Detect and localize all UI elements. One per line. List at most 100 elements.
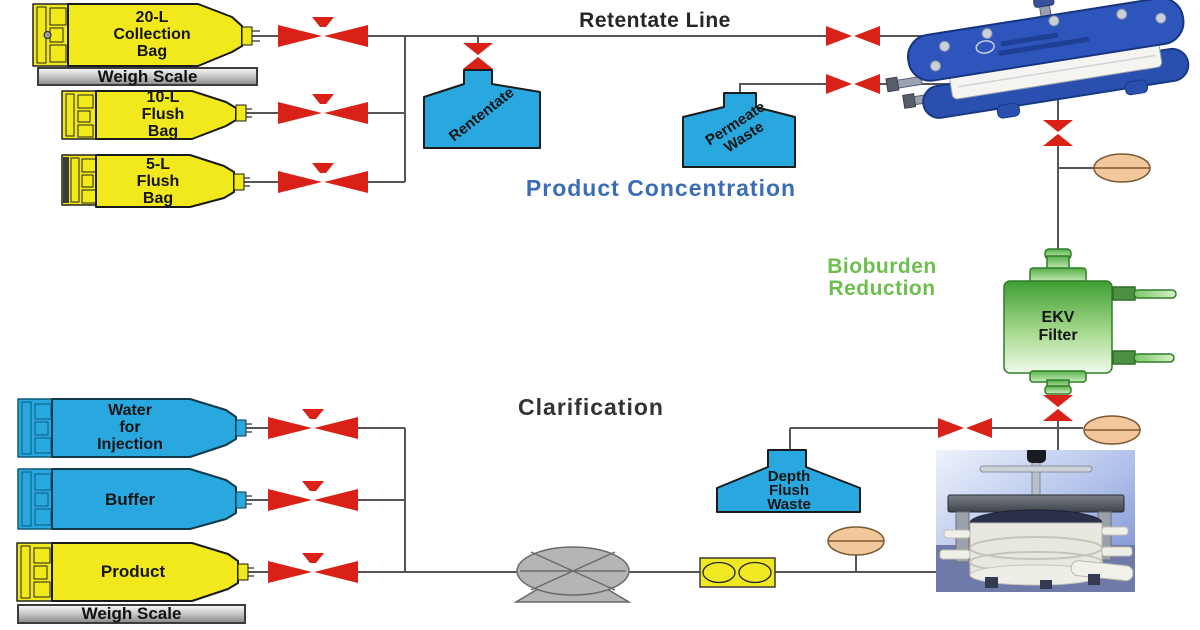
flow-sensor (699, 557, 776, 588)
ekv-vent-cap-upper (1112, 286, 1136, 301)
bag-tray-cell (77, 110, 91, 123)
bag-tray-cell (81, 174, 94, 188)
collection-bag-20l (32, 3, 260, 67)
pressure-sensor-feed-line (827, 526, 885, 556)
bag-tray-cell (34, 492, 49, 507)
valve-rententate-tank (463, 43, 493, 69)
bag-port-barbs (246, 108, 252, 118)
bioburden-reduction-label: Bioburden Reduction (827, 256, 937, 300)
rententate-tank (423, 69, 541, 149)
bag-tray-bar (20, 545, 31, 599)
valve-permeate-line (826, 74, 880, 94)
flow-sensor-circle-right (738, 561, 772, 584)
tff-bolt-hole (1155, 12, 1167, 24)
label-line: Collection (113, 26, 191, 43)
bag-tray-cell (77, 94, 94, 109)
tff-bolt-cap (885, 76, 900, 93)
bag-tray-cell (33, 581, 51, 598)
ekv-filter-label: EKV Filter (1038, 309, 1077, 345)
bag-body (95, 154, 235, 208)
tff-label-line (1000, 32, 1059, 47)
bag-tray-cell (77, 124, 94, 138)
bag-port (237, 563, 249, 581)
disc-tab (1101, 546, 1133, 557)
label-line: Bag (142, 190, 174, 207)
stack-foot (1040, 580, 1052, 589)
pressure-sensor-depth-filter (1083, 415, 1141, 445)
ekv-vent-tube-lower (1133, 353, 1175, 363)
bag-label-5l: 5-L Flush Bag (137, 156, 180, 207)
tff-bolt-cap (902, 93, 917, 109)
bag-tray-knob (43, 31, 52, 39)
bag-port (233, 173, 245, 191)
tff-bolt-hole (1048, 15, 1060, 27)
tff-foot (996, 102, 1021, 119)
press-beam (947, 494, 1125, 513)
label-line: 5-L (145, 156, 170, 173)
product-concentration-label: Product Concentration (525, 175, 797, 201)
bag-label-product: Product (100, 562, 166, 581)
disc-tab (943, 529, 971, 539)
tff-foot (1124, 79, 1148, 96)
disc-tab (939, 549, 971, 560)
depth-flush-waste-tank (716, 449, 861, 513)
bag-label-buffer: Buffer (104, 490, 156, 509)
label-line: Flush (141, 106, 185, 123)
depth-filter-housing (936, 450, 1135, 592)
label-line: Flush (136, 173, 180, 190)
stack-foot (985, 577, 998, 588)
bag-tray-bar (70, 157, 80, 203)
label-line: Bag (147, 123, 179, 140)
label-line: Bioburden (827, 255, 937, 278)
ekv-bottom-cap (1044, 385, 1072, 395)
valve-collection-bag-20l (278, 17, 368, 47)
bag-port (235, 491, 247, 509)
bag-port (235, 419, 247, 437)
bag-tray-cell (34, 437, 52, 454)
flush-bag-5l (61, 154, 250, 208)
pump-spokes (520, 551, 626, 591)
valve-flush-bag-10l (278, 94, 368, 124)
product-bag (16, 542, 254, 602)
bag-port (241, 26, 253, 46)
valve-water-for-injection (268, 409, 358, 439)
buffer-bag (17, 468, 252, 530)
valve-depth-flush-branch (938, 418, 992, 438)
outlet-pipe (1070, 560, 1134, 582)
bag-label-20l: 20-L Collection Bag (113, 9, 190, 60)
bag-tray-cell (49, 44, 67, 63)
bag-port-barbs (248, 567, 254, 577)
press-handle-bar (979, 465, 1093, 473)
bag-body (67, 3, 243, 67)
flow-sensor-circle-left (702, 561, 736, 584)
valve-ekv-outlet (1043, 395, 1073, 421)
tff-logo (975, 40, 995, 54)
bag-port-barbs (246, 495, 252, 505)
label-line: Water (108, 402, 152, 419)
bag-tray-bar (65, 93, 75, 137)
tff-bolt-hole (930, 60, 942, 72)
weigh-scale-top: Weigh Scale (37, 67, 258, 86)
bag-port-barbs (246, 423, 252, 433)
clarification-label: Clarification (518, 394, 664, 420)
water-for-injection-bag (17, 398, 252, 458)
bag-tray-cell (33, 547, 51, 564)
label-line: 10-L (146, 89, 180, 106)
ekv-filter (1003, 248, 1177, 395)
label-line: Filter (1038, 327, 1078, 344)
valve-retentate-line (826, 26, 880, 46)
label-line: Depth (767, 468, 811, 485)
bag-port-barbs (252, 30, 260, 42)
bag-tray-cell (34, 403, 52, 420)
permeate-waste-tank (682, 92, 796, 168)
bag-tray-cell (33, 565, 48, 580)
valve-buffer (268, 481, 358, 511)
bag-tray-cell (34, 421, 49, 436)
bag-port (235, 104, 247, 122)
label-line: 20-L (135, 9, 169, 26)
press-knob (1027, 450, 1046, 463)
label-line: Waste (767, 496, 811, 513)
flush-bag-10l (61, 90, 252, 140)
bag-label-wfi: Water for Injection (97, 402, 163, 453)
